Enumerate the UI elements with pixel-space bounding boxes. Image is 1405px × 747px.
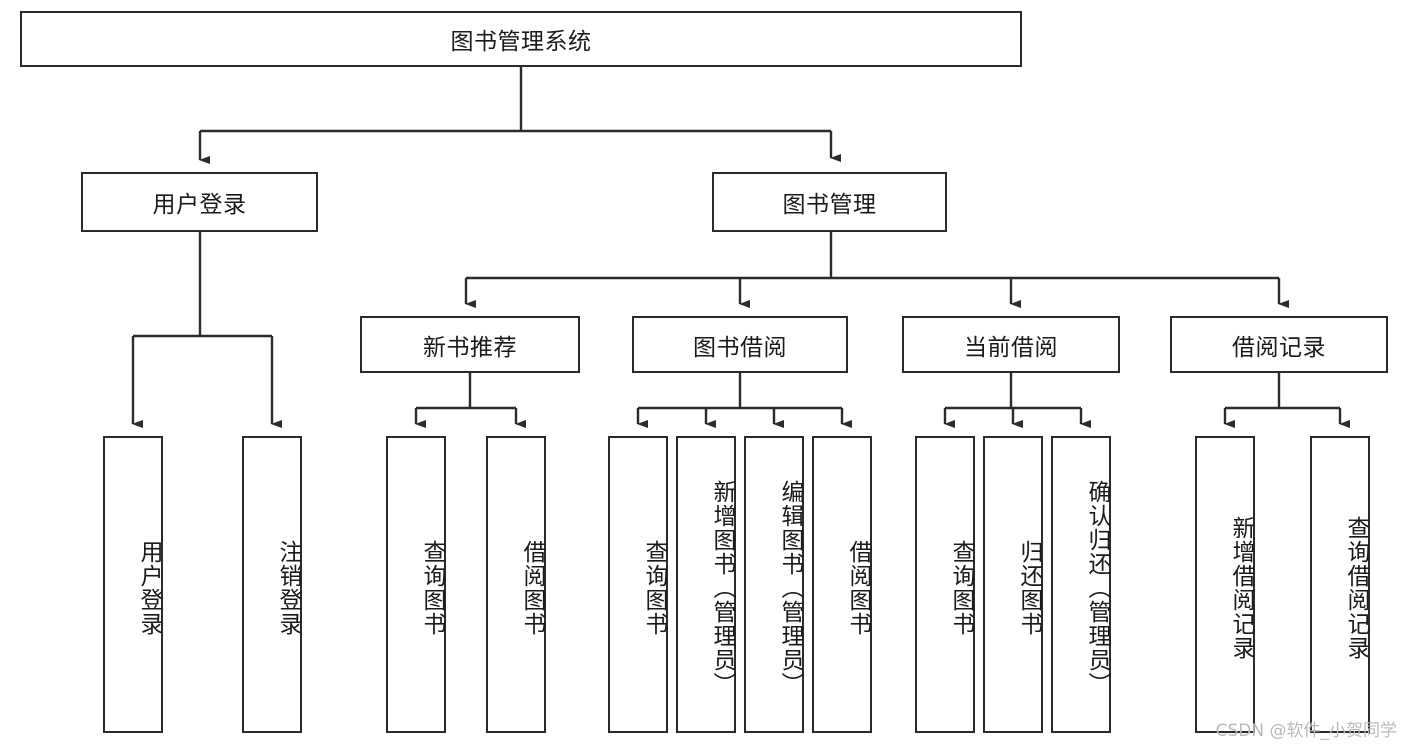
node-borrow-record-label: 借阅记录 bbox=[1232, 334, 1326, 361]
node-current-borrow-label: 当前借阅 bbox=[964, 334, 1058, 361]
node-leaf-borrow-book-2-label: 借阅图书 bbox=[845, 539, 871, 636]
watermark: CSDN @软件_小贺同学 bbox=[1215, 721, 1397, 741]
node-leaf-add-record-label: 新增借阅记录 bbox=[1228, 515, 1254, 660]
node-borrow-record[interactable]: 借阅记录 bbox=[1170, 316, 1388, 373]
node-leaf-edit-book[interactable]: 编辑图书（管理员） bbox=[744, 436, 804, 733]
node-leaf-query-book-3-label: 查询图书 bbox=[948, 539, 974, 636]
node-leaf-return-book[interactable]: 归还图书 bbox=[983, 436, 1043, 733]
node-leaf-confirm-return[interactable]: 确认归还（管理员） bbox=[1051, 436, 1111, 733]
node-book-borrow[interactable]: 图书借阅 bbox=[632, 316, 848, 373]
node-leaf-add-book[interactable]: 新增图书（管理员） bbox=[676, 436, 736, 733]
node-user-login-label: 用户登录 bbox=[152, 192, 247, 218]
node-leaf-logout[interactable]: 注销登录 bbox=[242, 436, 302, 733]
node-leaf-borrow-book-1-label: 借阅图书 bbox=[519, 539, 545, 636]
node-leaf-query-book-2-label: 查询图书 bbox=[641, 539, 667, 636]
node-leaf-query-record-label: 查询借阅记录 bbox=[1343, 515, 1369, 660]
node-root-label: 图书管理系统 bbox=[450, 29, 592, 55]
node-book-borrow-label: 图书借阅 bbox=[693, 334, 787, 361]
node-leaf-query-book-3[interactable]: 查询图书 bbox=[915, 436, 975, 733]
node-book-manage-label: 图书管理 bbox=[782, 192, 877, 218]
node-current-borrow[interactable]: 当前借阅 bbox=[902, 316, 1120, 373]
node-leaf-query-book-1[interactable]: 查询图书 bbox=[386, 436, 446, 733]
node-leaf-borrow-book-1[interactable]: 借阅图书 bbox=[486, 436, 546, 733]
node-leaf-logout-label: 注销登录 bbox=[275, 539, 301, 636]
node-leaf-borrow-book-2[interactable]: 借阅图书 bbox=[812, 436, 872, 733]
node-leaf-query-book-1-label: 查询图书 bbox=[419, 539, 445, 636]
node-leaf-edit-book-label: 编辑图书（管理员） bbox=[777, 479, 803, 696]
node-leaf-return-book-label: 归还图书 bbox=[1016, 539, 1042, 636]
node-leaf-query-record[interactable]: 查询借阅记录 bbox=[1310, 436, 1370, 733]
node-new-book-recommend-label: 新书推荐 bbox=[423, 334, 517, 361]
node-leaf-user-login-label: 用户登录 bbox=[136, 539, 162, 636]
node-book-manage[interactable]: 图书管理 bbox=[712, 172, 947, 232]
node-leaf-user-login[interactable]: 用户登录 bbox=[103, 436, 163, 733]
node-leaf-query-book-2[interactable]: 查询图书 bbox=[608, 436, 668, 733]
node-root[interactable]: 图书管理系统 bbox=[20, 11, 1022, 67]
node-user-login[interactable]: 用户登录 bbox=[81, 172, 318, 232]
node-leaf-add-book-label: 新增图书（管理员） bbox=[709, 479, 735, 696]
node-new-book-recommend[interactable]: 新书推荐 bbox=[360, 316, 580, 373]
node-leaf-add-record[interactable]: 新增借阅记录 bbox=[1195, 436, 1255, 733]
node-leaf-confirm-return-label: 确认归还（管理员） bbox=[1084, 479, 1110, 696]
